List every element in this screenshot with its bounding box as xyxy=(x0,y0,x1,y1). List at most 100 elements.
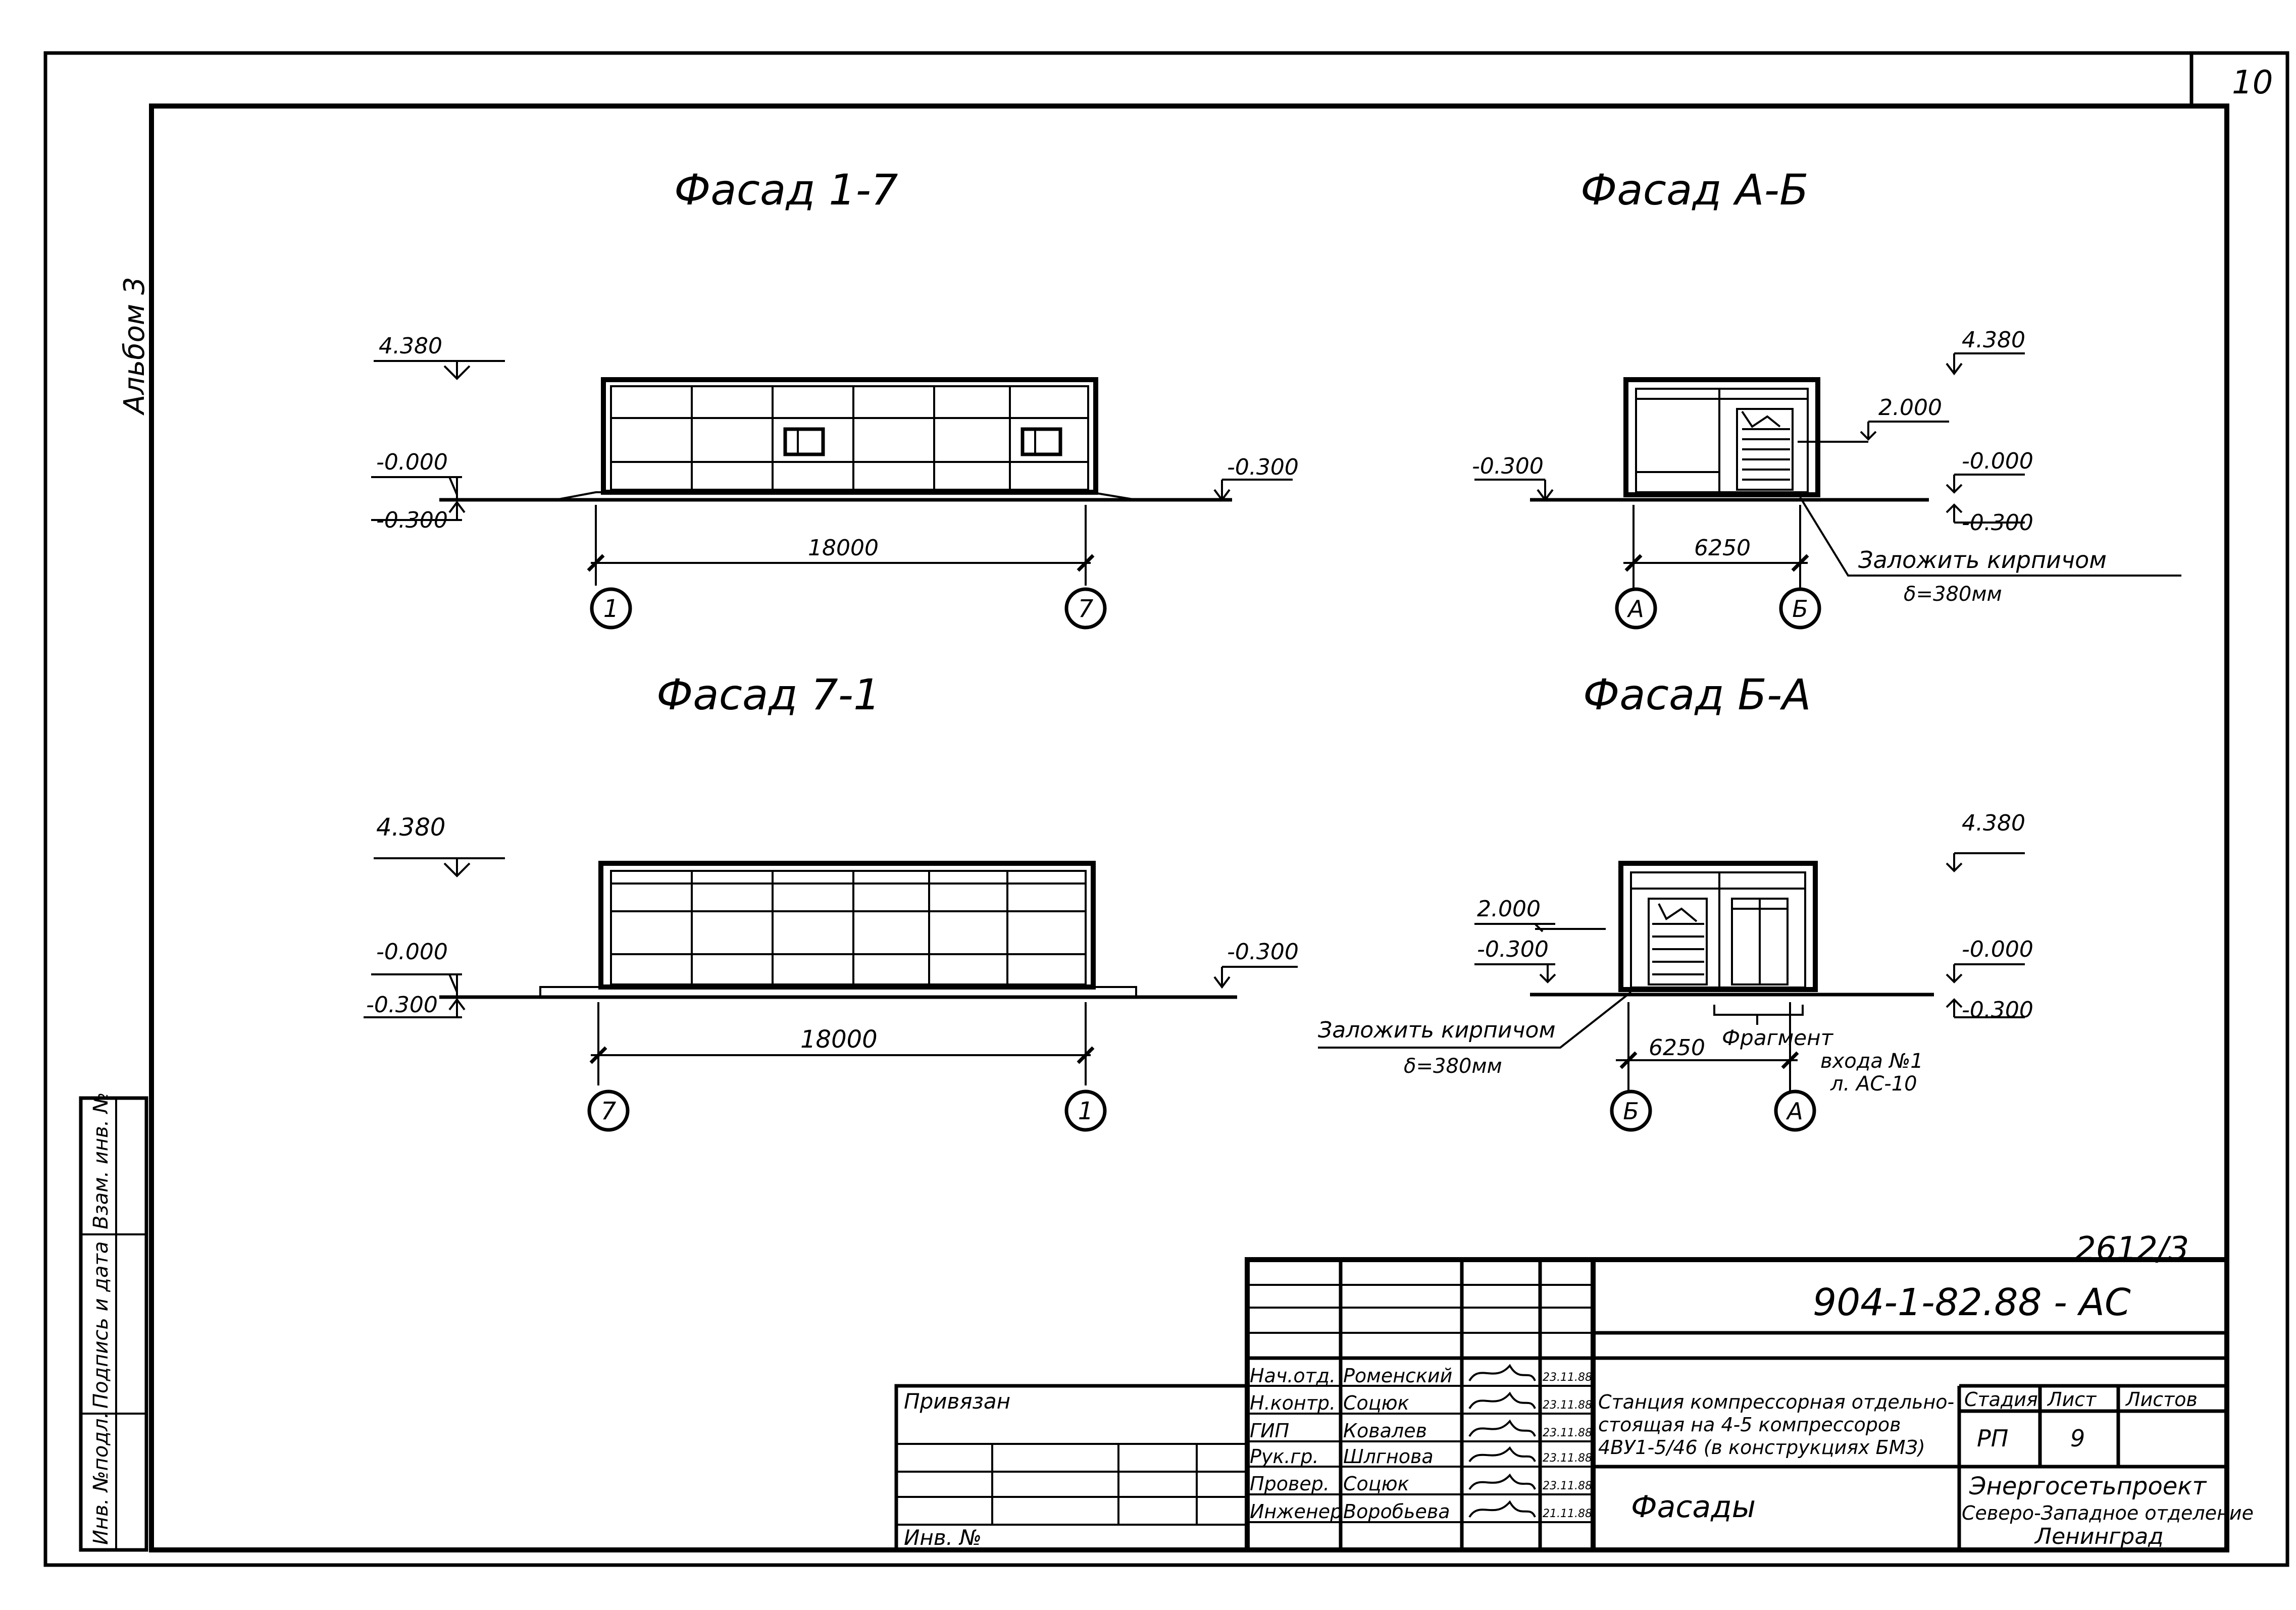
inv-no-label: Инв. № xyxy=(904,1525,982,1550)
v2-ground-right: -0.300 xyxy=(1962,510,2033,536)
role-label: Нач.отд. xyxy=(1250,1365,1336,1387)
stage-value: РП xyxy=(1977,1425,2008,1452)
v3-ground-left: -0.300 xyxy=(366,992,438,1018)
sheet-title: Фасады xyxy=(1631,1489,1756,1525)
v4-fragment-2: входа №1 xyxy=(1820,1050,1923,1073)
role-date: 23.11.88 xyxy=(1543,1371,1592,1384)
v4-floor-right: -0.000 xyxy=(1962,937,2033,962)
facade-1-7-title: Фасад 1-7 xyxy=(674,165,898,215)
role-name: Роменский xyxy=(1343,1365,1452,1387)
side-stamp: Инв. №подл. Подпись и дата Взам. инв. № xyxy=(79,1092,148,1552)
v2-axis-right: Б xyxy=(1792,595,1808,622)
sheet-label: Лист xyxy=(2047,1388,2097,1411)
v2-axis-left: А xyxy=(1626,595,1644,622)
v3-span: 18000 xyxy=(800,1025,878,1054)
v1-span: 18000 xyxy=(808,535,879,561)
v1-ground-left: -0.300 xyxy=(376,507,448,533)
facade-a-b: Фасад А-Б 4.380 2.000 -0.000 -0.300 xyxy=(1472,165,2181,630)
role-date: 23.11.88 xyxy=(1543,1399,1592,1412)
v4-fragment-3: л. АС-10 xyxy=(1830,1072,1917,1096)
sheet-value: 9 xyxy=(2070,1425,2085,1452)
role-name: Соцюк xyxy=(1343,1392,1409,1414)
side-stamp-sign: Подпись и дата xyxy=(89,1241,113,1409)
role-name: Шлгнова xyxy=(1343,1445,1434,1468)
facade-1-7: Фасад 1-7 4.380 -0.000 -0.300 -0.300 xyxy=(371,165,1299,630)
v4-door-mark: 2.000 xyxy=(1477,896,1541,922)
role-date: 21.11.88 xyxy=(1543,1508,1592,1520)
v4-ground-right: -0.300 xyxy=(1962,997,2033,1023)
v4-axis-right: А xyxy=(1785,1098,1803,1125)
role-name: Ковалев xyxy=(1343,1420,1427,1442)
v4-fragment-1: Фрагмент xyxy=(1722,1025,1834,1050)
v3-axis-left: 7 xyxy=(601,1097,617,1125)
role-label: Н.контр. xyxy=(1250,1392,1336,1414)
v4-note-2: δ=380мм xyxy=(1404,1055,1502,1078)
facade-b-a-title: Фасад Б-А xyxy=(1583,670,1811,719)
role-label: Инженер xyxy=(1250,1500,1342,1523)
v2-note-1: Заложить кирпичом xyxy=(1858,546,2107,574)
role-date: 23.11.88 xyxy=(1543,1480,1592,1492)
role-row: Н.контр. Соцюк 23.11.88 xyxy=(1250,1391,1592,1414)
signature xyxy=(1468,1419,1536,1437)
v2-span: 6250 xyxy=(1694,535,1751,561)
v2-door-mark: 2.000 xyxy=(1878,395,1942,421)
v3-axis-right: 1 xyxy=(1078,1097,1094,1125)
v3-floor-mark: -0.000 xyxy=(376,939,448,965)
signature xyxy=(1468,1473,1536,1490)
org-line-3: Ленинград xyxy=(2034,1524,2164,1549)
v2-top-mark: 4.380 xyxy=(1962,327,2025,353)
v1-axis-left: 1 xyxy=(603,595,619,623)
role-name: Воробьева xyxy=(1343,1500,1450,1523)
v1-floor-mark: -0.000 xyxy=(376,449,448,475)
signature xyxy=(1468,1500,1536,1518)
role-label: Провер. xyxy=(1250,1473,1330,1495)
object-line-1: Станция компрессорная отдельно- xyxy=(1598,1391,1954,1413)
facade-b-a: Фасад Б-А 4.380 2.000 -0.300 -0.000 xyxy=(1318,670,2033,1132)
role-row: Провер. Соцюк 23.11.88 xyxy=(1250,1473,1592,1495)
v4-span: 6250 xyxy=(1649,1035,1705,1061)
stage-label: Стадия xyxy=(1964,1388,2038,1411)
role-row: Инженер Воробьева 21.11.88 xyxy=(1250,1500,1592,1523)
v4-axis-left: Б xyxy=(1623,1098,1639,1125)
facade-7-1: Фасад 7-1 4.380 -0.000 -0.300 -0.300 180… xyxy=(364,670,1299,1132)
v4-floor-left: -0.300 xyxy=(1477,937,1549,962)
org-line-1: Энергосетьпроект xyxy=(1969,1472,2207,1500)
v1-ground-right: -0.300 xyxy=(1227,454,1299,480)
role-label: ГИП xyxy=(1250,1420,1289,1442)
role-label: Рук.гр. xyxy=(1250,1445,1319,1468)
org-line-2: Северо-Западное отделение xyxy=(1962,1502,2254,1524)
v1-axis-right: 7 xyxy=(1078,595,1094,623)
sheet-number: 10 xyxy=(2232,64,2273,101)
project-code: 904-1-82.88 - АС xyxy=(1813,1281,2131,1324)
sheets-label: Листов xyxy=(2125,1388,2198,1411)
facade-7-1-title: Фасад 7-1 xyxy=(656,670,880,719)
title-block: 2612/3 Привязан Инв. № Нач.отд. xyxy=(894,1230,2254,1552)
role-name: Соцюк xyxy=(1343,1473,1409,1495)
v2-note-2: δ=380мм xyxy=(1904,583,2002,606)
role-row: Нач.отд. Роменский 23.11.88 xyxy=(1250,1364,1592,1387)
privyazan-label: Привязан xyxy=(904,1389,1010,1414)
v2-floor-mark: -0.000 xyxy=(1962,448,2033,474)
album-label: Альбом 3 xyxy=(118,277,151,416)
v2-bricked-door xyxy=(1741,410,1790,481)
v3-top-mark: 4.380 xyxy=(376,813,445,842)
role-date: 23.11.88 xyxy=(1543,1427,1592,1439)
role-date: 23.11.88 xyxy=(1543,1452,1592,1465)
outer-frame xyxy=(43,51,2289,1567)
v2-ground-left: -0.300 xyxy=(1472,453,1544,479)
v4-note-1: Заложить кирпичом xyxy=(1318,1017,1556,1043)
role-row: ГИП Ковалев 23.11.88 xyxy=(1250,1419,1592,1442)
v3-ground-right: -0.300 xyxy=(1227,939,1299,965)
role-row: Рук.гр. Шлгнова 23.11.88 xyxy=(1250,1445,1592,1468)
object-line-2: стоящая на 4-5 компрессоров xyxy=(1598,1414,1901,1436)
v4-top-mark: 4.380 xyxy=(1962,810,2025,836)
side-stamp-inv: Инв. №подл. xyxy=(89,1412,113,1545)
signature xyxy=(1468,1391,1536,1410)
signature xyxy=(1468,1364,1536,1382)
signature xyxy=(1468,1446,1536,1463)
facade-a-b-title: Фасад А-Б xyxy=(1580,165,1809,215)
object-line-3: 4ВУ1-5/46 (в конструкциях БМЗ) xyxy=(1598,1436,1925,1459)
v4-bricked-door xyxy=(1652,903,1704,975)
side-stamp-replace: Взам. инв. № xyxy=(89,1092,113,1229)
